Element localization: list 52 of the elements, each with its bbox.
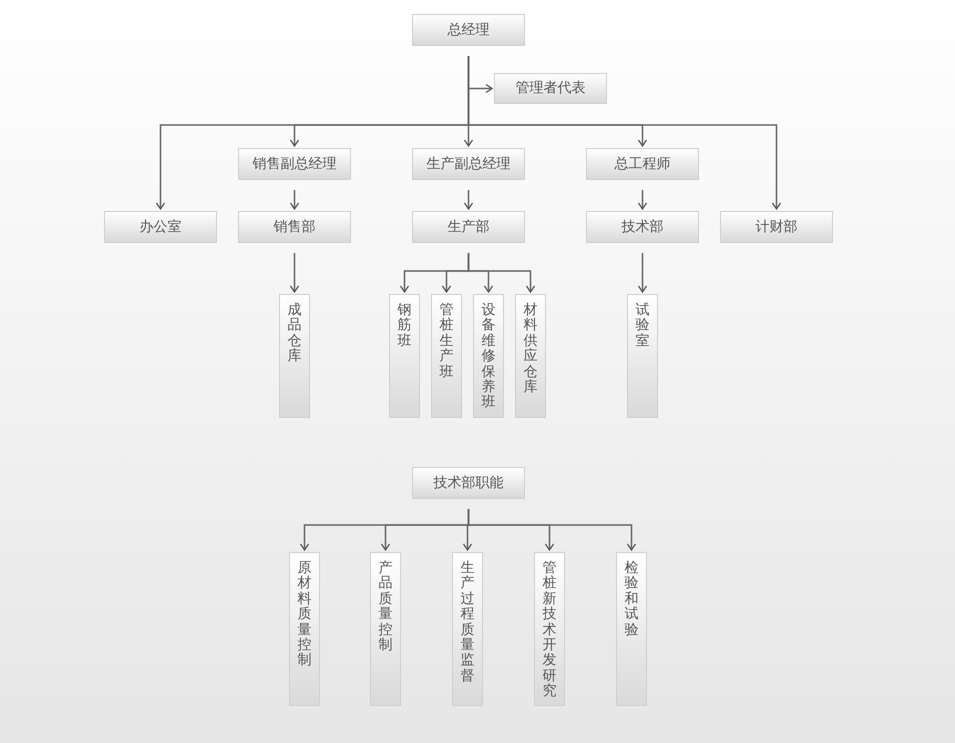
- box-label: 办公室: [140, 218, 182, 236]
- box-label: 钢筋班: [398, 303, 412, 350]
- vertical-box: [534, 552, 565, 706]
- vertical-box: [473, 294, 504, 418]
- org-box: [238, 211, 351, 243]
- box-label: 生产部: [448, 218, 490, 236]
- org-box: [586, 211, 699, 243]
- org-box: [104, 211, 217, 243]
- box-label: 检验和试验: [624, 561, 638, 638]
- vertical-box: [616, 552, 647, 706]
- arrow: [468, 509, 636, 551]
- box-label: 管桩新技术开发研究: [542, 561, 556, 700]
- box-label: 技术部职能: [434, 474, 504, 492]
- org-box: [412, 211, 525, 243]
- vertical-box: [452, 552, 483, 706]
- box-label: 总工程师: [614, 154, 670, 174]
- org-box: [412, 467, 525, 499]
- box-label: 试验室: [636, 303, 650, 350]
- org-box: [412, 14, 525, 46]
- box-label: 计财部: [756, 218, 798, 236]
- box-label: 产品质量控制: [378, 561, 392, 654]
- arrow: [638, 253, 648, 293]
- vertical-box: [389, 294, 420, 418]
- org-box: [586, 148, 699, 180]
- arrow: [290, 253, 300, 293]
- box-label: 销售部: [274, 218, 316, 236]
- org-box: [412, 148, 525, 180]
- box-label: 设备维修保养班: [482, 303, 496, 411]
- box-label: 总经理: [448, 20, 490, 40]
- vertical-box: [279, 294, 310, 418]
- box-label: 材料供应仓库: [524, 303, 538, 396]
- arrow: [464, 190, 474, 210]
- box-label: 原材料质量控制: [298, 561, 312, 669]
- box-label: 技术部: [622, 218, 664, 236]
- org-box: [238, 148, 351, 180]
- arrow: [290, 190, 300, 210]
- box-label: 成品仓库: [288, 303, 302, 365]
- box-label: 生产副总经理: [426, 154, 510, 174]
- arrow: [468, 56, 782, 210]
- arrow: [638, 190, 648, 210]
- vertical-box: [370, 552, 401, 706]
- arrow: [468, 253, 536, 293]
- box-label: 管理者代表: [516, 79, 586, 98]
- vertical-box: [627, 294, 658, 418]
- vertical-box: [289, 552, 320, 706]
- box-label: 管桩生产班: [440, 303, 454, 380]
- vertical-box: [431, 294, 462, 418]
- box-label: 生产过程质量监督: [460, 561, 474, 684]
- vertical-box: [515, 294, 546, 418]
- org-box: [720, 211, 833, 243]
- org-box: [494, 73, 607, 104]
- box-label: 销售副总经理: [252, 154, 336, 174]
